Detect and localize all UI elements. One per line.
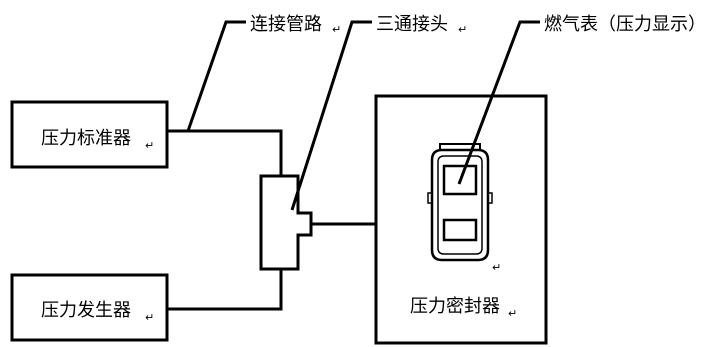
pipe-generator-to-tee [167, 269, 283, 311]
paragraph-mark: ↵ [508, 307, 517, 320]
label-pressure-standard: 压力标准器 [41, 128, 131, 149]
label-gas-meter: 燃气表（压力显示） [544, 14, 705, 35]
gas-meter-icon [427, 143, 493, 262]
label-tee-joint: 三通接头 [376, 14, 448, 35]
leader-meter [457, 20, 540, 185]
pressure-sealer-box [374, 94, 548, 345]
pipe-standard-to-tee [167, 129, 283, 176]
leader-tee [290, 20, 372, 211]
paragraph-mark: ↵ [458, 23, 467, 36]
paragraph-mark: ↵ [145, 139, 154, 152]
paragraph-mark: ↵ [145, 311, 154, 324]
leader-pipe [186, 20, 246, 132]
tee-fitting [259, 174, 313, 271]
paragraph-mark: ↵ [332, 23, 341, 36]
label-connecting-pipe: 连接管路 [250, 14, 322, 35]
pressure-standard-box [10, 100, 169, 169]
paragraph-mark: ↵ [492, 261, 501, 274]
label-pressure-generator: 压力发生器 [41, 300, 131, 321]
label-pressure-sealer: 压力密封器 [410, 296, 500, 317]
